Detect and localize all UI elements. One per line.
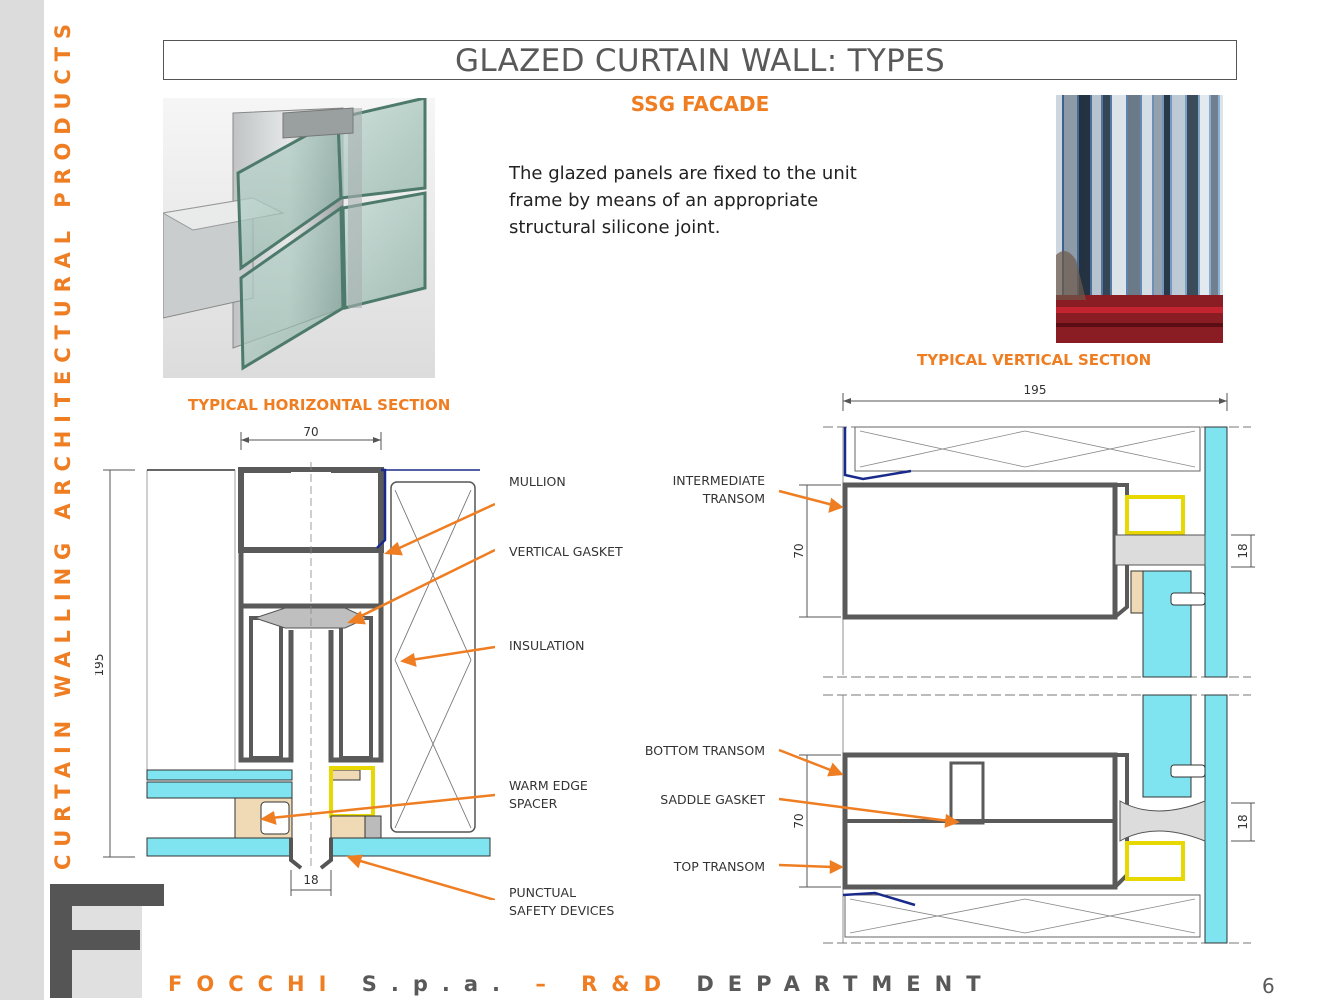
dim-v-right-top: 18 xyxy=(1236,543,1250,558)
facade-stripe xyxy=(1103,95,1110,295)
callout-warm-edge-spacer: WARM EDGE SPACER xyxy=(509,777,588,813)
callout-bottom-transom: BOTTOM TRANSOM xyxy=(644,743,765,758)
callout-top-transom: TOP TRANSOM xyxy=(673,859,765,874)
callout-saddle-gasket: SADDLE GASKET xyxy=(660,792,765,807)
facade-stripe xyxy=(1154,95,1162,295)
callout-mullion: MULLION xyxy=(509,474,566,489)
page-title-box: GLAZED CURTAIN WALL: TYPES xyxy=(163,40,1237,80)
facade-stripe xyxy=(1056,95,1062,295)
callout-vertical-gasket: VERTICAL GASKET xyxy=(509,544,623,559)
footer-spa: S.p.a. xyxy=(361,972,514,996)
callout-punctual-safety: PUNCTUAL SAFETY DEVICES xyxy=(509,884,614,920)
footer-company: FOCCHI S.p.a. – R&D DEPARTMENT xyxy=(168,972,995,996)
callout-intermediate-line1: INTERMEDIATE xyxy=(672,473,765,488)
vertical-section-drawing: 195 70 18 xyxy=(775,375,1255,955)
facade-stripe xyxy=(1128,95,1140,295)
facade-stripe xyxy=(1164,95,1170,295)
callout-punctual-line2: SAFETY DEVICES xyxy=(509,903,615,918)
facade-stripe xyxy=(1200,95,1209,295)
horizontal-section-label: TYPICAL HORIZONTAL SECTION xyxy=(188,396,451,414)
facade-stripe xyxy=(1064,95,1077,295)
facade-stripe xyxy=(1220,95,1223,295)
callout-intermediate-transom: INTERMEDIATE TRANSOM xyxy=(640,472,765,508)
sidebar-strip xyxy=(0,0,44,1000)
focchi-logo-icon xyxy=(50,884,164,998)
footer-focchi: FOCCHI xyxy=(168,972,341,996)
facade-stripe xyxy=(1092,95,1101,295)
footer-dash: – xyxy=(535,972,560,996)
vertical-section-label: TYPICAL VERTICAL SECTION xyxy=(917,351,1152,369)
dim-h-width: 70 xyxy=(303,425,318,439)
callout-intermediate-line2: TRANSOM xyxy=(702,491,765,506)
page-title: GLAZED CURTAIN WALL: TYPES xyxy=(455,43,945,79)
dim-v-width: 195 xyxy=(1024,383,1047,397)
curtain-wall-render-image xyxy=(163,98,435,378)
footer-rd: R&D xyxy=(581,972,676,996)
footer-department: DEPARTMENT xyxy=(696,972,995,996)
callout-warm-edge-line1: WARM EDGE xyxy=(509,778,588,793)
horizontal-section-drawing: 70 195 xyxy=(92,420,496,902)
callout-insulation: INSULATION xyxy=(509,638,585,653)
dim-v-right-bottom: 18 xyxy=(1236,814,1250,829)
page-subtitle: SSG FACADE xyxy=(630,92,770,116)
callout-punctual-line1: PUNCTUAL xyxy=(509,885,577,900)
dim-h-bottom: 18 xyxy=(303,873,318,887)
facade-stripe xyxy=(1211,95,1218,295)
facade-stripe xyxy=(1187,95,1198,295)
facade-stripe xyxy=(1112,95,1126,295)
dim-h-height: 195 xyxy=(95,654,106,677)
facade-stripe xyxy=(1079,95,1090,295)
facade-stripe xyxy=(1142,95,1152,295)
sidebar-vertical-text: CURTAIN WALLING ARCHITECTURAL PRODUCTS xyxy=(50,22,76,870)
dim-v-height-bottom: 70 xyxy=(792,813,806,828)
building-facade-photo xyxy=(1056,95,1223,343)
page-number: 6 xyxy=(1262,974,1275,998)
callout-warm-edge-line2: SPACER xyxy=(509,796,558,811)
sidebar-vertical-label: CURTAIN WALLING ARCHITECTURAL PRODUCTS xyxy=(51,24,75,870)
description-text: The glazed panels are fixed to the unit … xyxy=(509,163,857,238)
facade-stripe xyxy=(1172,95,1185,295)
dim-v-height-top: 70 xyxy=(792,543,806,558)
